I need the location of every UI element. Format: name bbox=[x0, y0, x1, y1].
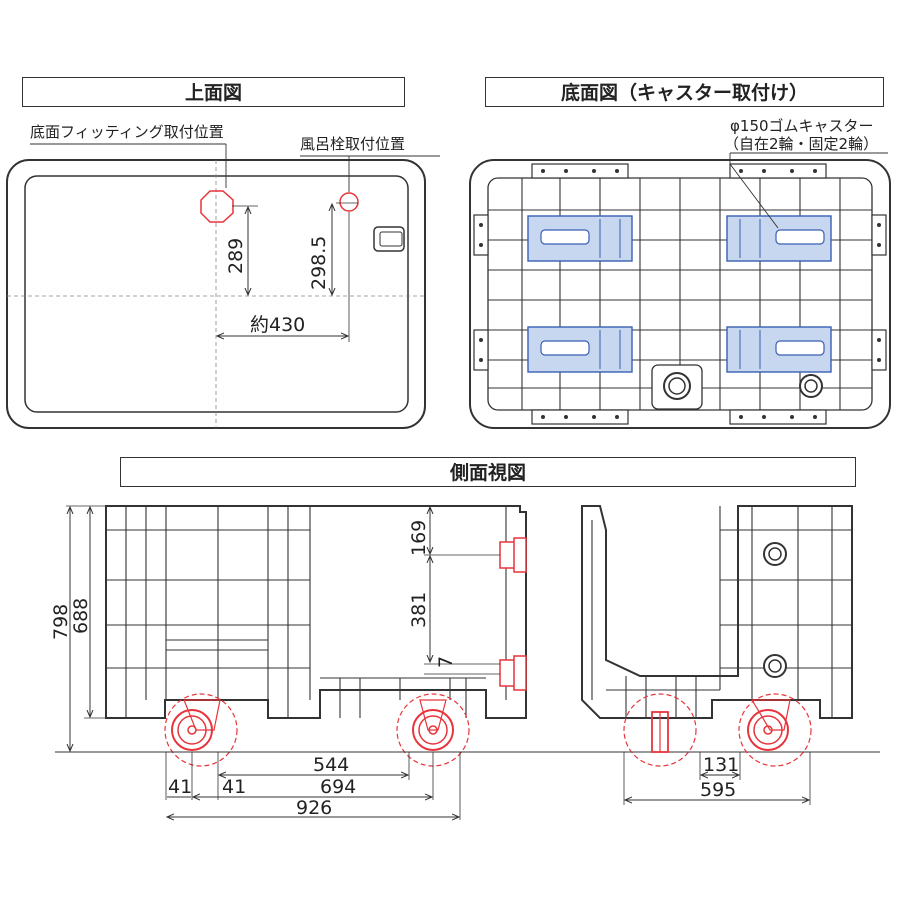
caster-wheel-short-right bbox=[738, 693, 812, 767]
plug-position-label: 風呂栓取付位置 bbox=[300, 135, 405, 153]
fitting-position-marker bbox=[200, 190, 234, 223]
dim-798-label: 798 bbox=[50, 604, 72, 640]
side-view-long: 798 688 169 381 7 544 694 41 41 926 bbox=[50, 505, 880, 820]
caster-wheel-short-left bbox=[623, 693, 697, 767]
dim-595-label: 595 bbox=[700, 779, 736, 801]
caster-wheel-fixed bbox=[396, 693, 470, 767]
plug-position-marker bbox=[339, 192, 359, 212]
top-view-inner-rim bbox=[24, 175, 409, 413]
dim-688-label: 688 bbox=[70, 598, 92, 634]
dim-169-label: 169 bbox=[408, 520, 430, 556]
caster-wheel-swivel bbox=[164, 693, 238, 767]
dim-41-left-label: 41 bbox=[168, 776, 192, 798]
top-view-title: 上面図 bbox=[22, 77, 405, 107]
dim-41-right-label: 41 bbox=[222, 776, 246, 798]
side-view-short: 131 595 bbox=[581, 505, 853, 805]
dim-289-label: 289 bbox=[225, 238, 247, 274]
dim-694-label: 694 bbox=[320, 776, 356, 798]
dim-298-5-label: 298.5 bbox=[308, 236, 330, 290]
dim-7-label: 7 bbox=[435, 656, 457, 668]
top-view: 底面フィッティング取付位置 風呂栓取付位置 289 298.5 約430 bbox=[6, 123, 440, 429]
dim-131-label: 131 bbox=[703, 754, 739, 776]
bottom-view-title: 底面図（キャスター取付け） bbox=[485, 77, 884, 107]
side-view-title: 側面視図 bbox=[120, 457, 856, 487]
dim-544-label: 544 bbox=[313, 754, 349, 776]
bottom-view: φ150ゴムキャスター （自在2輪・固定2輪） bbox=[469, 117, 891, 429]
caster-label-line1: φ150ゴムキャスター bbox=[730, 117, 874, 135]
caster-label-line2: （自在2輪・固定2輪） bbox=[724, 135, 878, 153]
fitting-position-label: 底面フィッティング取付位置 bbox=[30, 123, 224, 141]
dim-430-label: 約430 bbox=[250, 314, 305, 336]
dim-381-label: 381 bbox=[408, 592, 430, 628]
dim-926-label: 926 bbox=[296, 797, 332, 819]
